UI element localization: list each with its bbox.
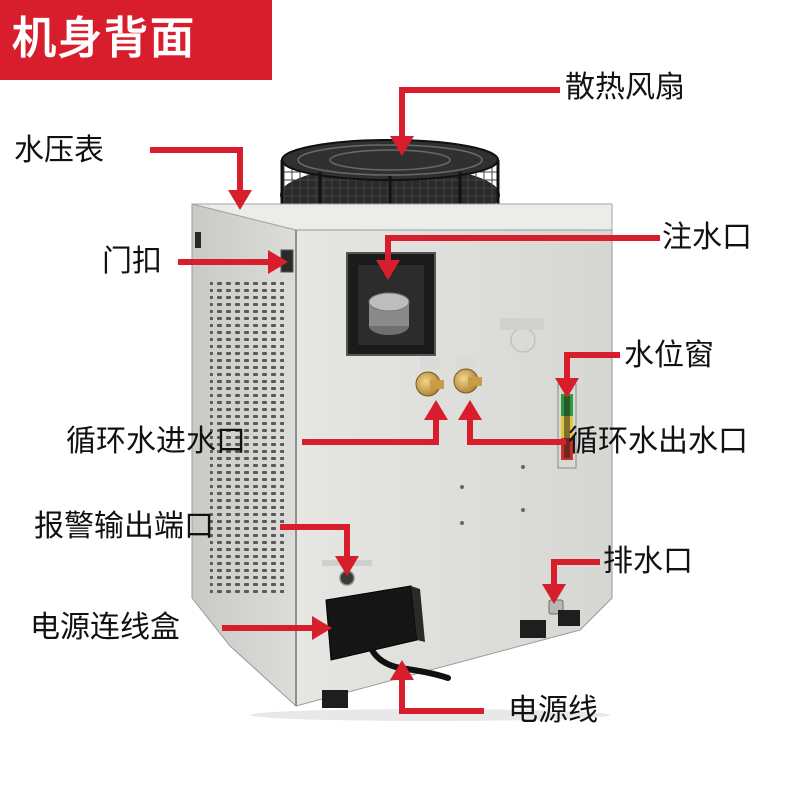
label-alarm-output-port: 报警输出端口: [34, 509, 214, 544]
power-junction-box: [325, 585, 425, 661]
label-drain-port: 排水口: [603, 544, 693, 579]
circulating-water-outlet: [453, 357, 482, 394]
circulating-water-inlet: [415, 357, 444, 397]
label-water-level-window: 水位窗: [624, 338, 714, 373]
callout-arrowheads: [228, 136, 579, 680]
arrow-drain-port: [551, 559, 600, 584]
page-title: 机身背面: [12, 13, 196, 64]
water-fill-port: [346, 252, 436, 356]
water-level-window: [557, 383, 577, 469]
label-power-cord: 电源线: [508, 693, 598, 728]
cabinet-feet: [250, 610, 610, 721]
label-water-pressure-gauge: 水压表: [14, 133, 104, 168]
arrow-circulating-water-outlet: [467, 420, 566, 445]
label-door-latch: 门扣: [102, 244, 162, 279]
label-water-fill-port: 注水口: [662, 220, 752, 255]
arrow-power-cord: [399, 680, 484, 714]
label-cooling-fan: 散热风扇: [565, 70, 685, 105]
arrow-cooling-fan: [399, 87, 560, 136]
label-circulating-water-outlet: 循环水出水口: [568, 424, 748, 459]
arrow-alarm-output-port: [280, 524, 350, 556]
label-circulating-water-inlet: 循环水进水口: [66, 424, 246, 459]
label-power-junction-box: 电源连线盒: [30, 610, 180, 645]
arrow-water-level-window: [564, 352, 620, 378]
arrow-circulating-water-inlet: [302, 420, 439, 445]
arrow-water-pressure-gauge: [150, 147, 243, 190]
arrow-water-fill-port: [385, 235, 660, 260]
title-banner: 机身背面: [0, 0, 272, 80]
callout-arrows: [150, 87, 660, 714]
